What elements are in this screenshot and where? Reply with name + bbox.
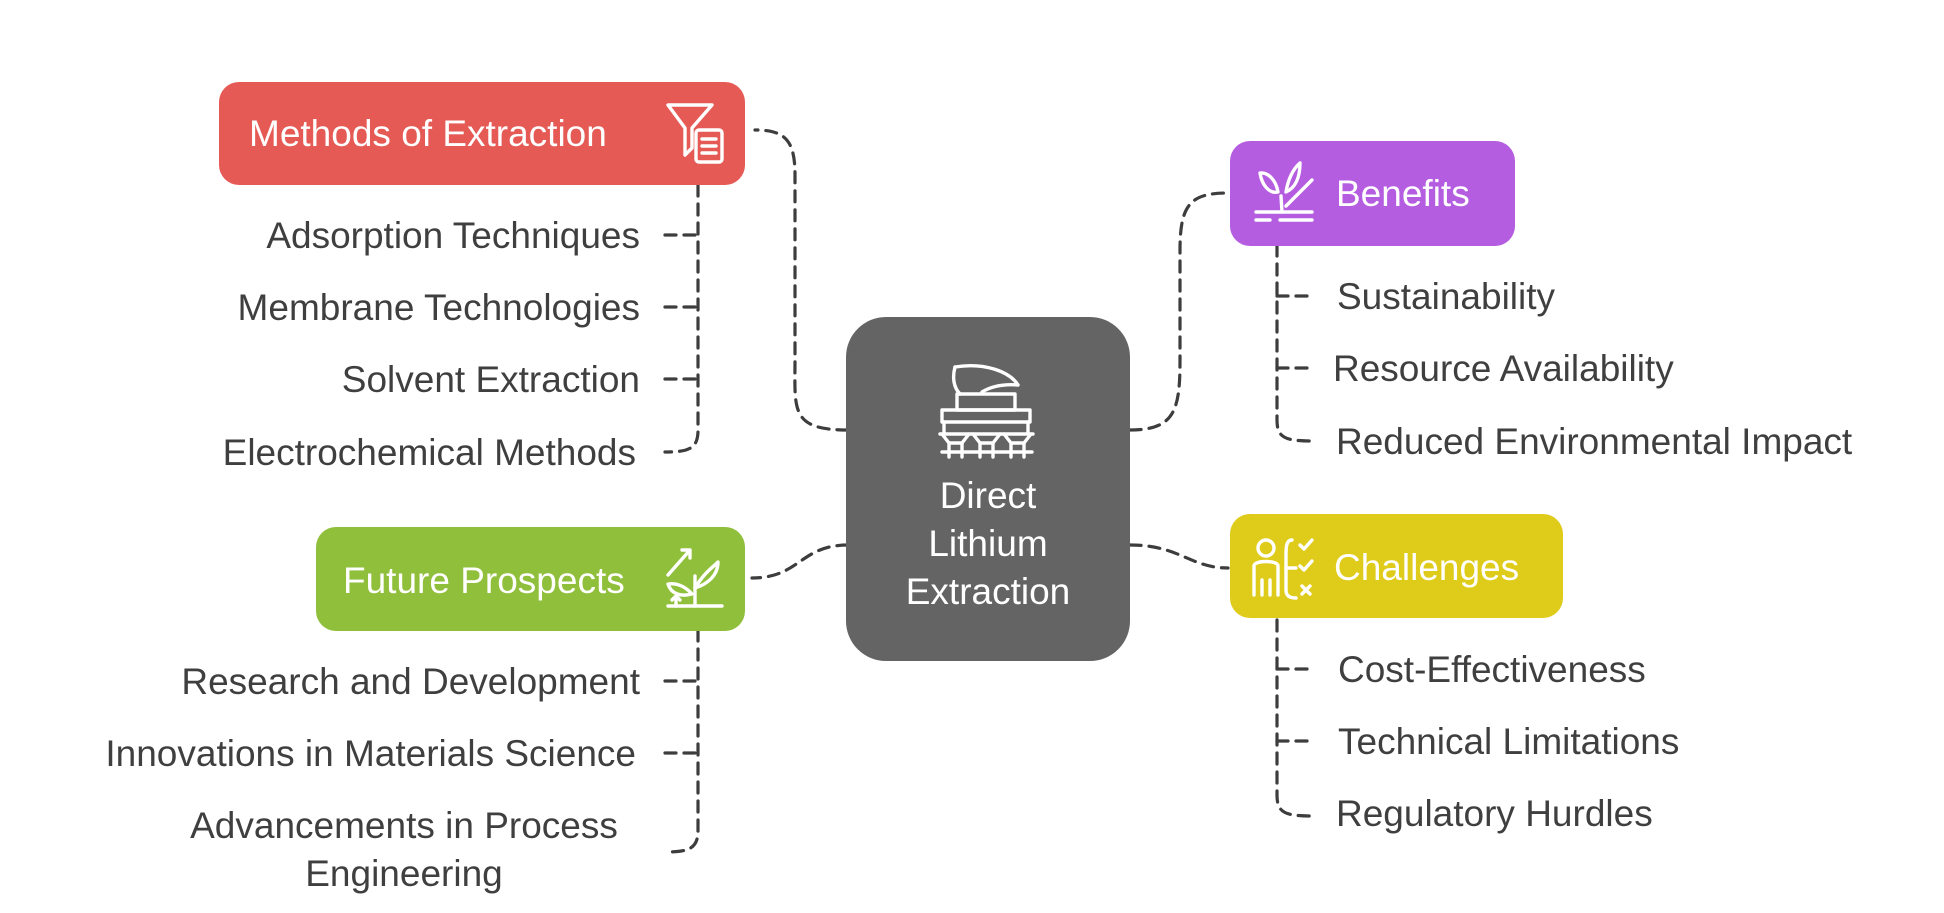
benefits-item-1: Sustainability: [1337, 276, 1556, 317]
methods-item-3: Solvent Extraction: [342, 359, 640, 400]
connector-center-methods: [753, 128, 850, 432]
future-item-3-line-2: Engineering: [305, 853, 502, 894]
center-node-box: [846, 317, 1130, 661]
connector-future-spine: [663, 628, 700, 854]
branch-benefits: Benefits Sustainability Resource Availab…: [1230, 141, 1853, 462]
connector-benefits-spine: [1275, 243, 1315, 443]
challenges-title: Challenges: [1334, 547, 1519, 588]
challenges-item-1: Cost-Effectiveness: [1338, 649, 1646, 690]
methods-header-box: [219, 82, 745, 185]
future-item-1: Research and Development: [181, 661, 640, 702]
methods-item-2: Membrane Technologies: [238, 287, 640, 328]
methods-item-4: Electrochemical Methods: [223, 432, 636, 473]
center-title-line-1: Direct: [940, 475, 1037, 516]
connectors: [663, 128, 1315, 854]
connector-center-benefits: [1128, 191, 1230, 432]
connector-center-challenges: [1128, 543, 1230, 570]
lithium-extraction-machine-icon: [938, 364, 1035, 459]
future-item-2: Innovations in Materials Science: [105, 733, 636, 774]
benefits-item-3: Reduced Environmental Impact: [1336, 421, 1853, 462]
filter-list-icon: [666, 103, 724, 164]
branch-future: Future Prospects Research and Developmen…: [105, 527, 745, 894]
challenges-item-3: Regulatory Hurdles: [1336, 793, 1653, 834]
person-checklist-icon: [1252, 538, 1314, 600]
methods-title: Methods of Extraction: [249, 113, 607, 154]
center-title-line-3: Extraction: [906, 571, 1071, 612]
benefits-title: Benefits: [1336, 173, 1470, 214]
branch-challenges: Challenges Cost-Effectiveness Technical …: [1230, 514, 1679, 834]
future-title: Future Prospects: [343, 560, 625, 601]
challenges-item-2: Technical Limitations: [1338, 721, 1679, 762]
future-header-box: [316, 527, 745, 631]
connector-center-future: [750, 543, 850, 580]
connector-challenges-spine: [1275, 618, 1315, 818]
center-node: Direct Lithium Extraction: [846, 317, 1130, 661]
plant-hand-icon: [1254, 161, 1314, 222]
benefits-item-2: Resource Availability: [1333, 348, 1674, 389]
methods-item-1: Adsorption Techniques: [266, 215, 640, 256]
growth-plant-icon: [666, 548, 724, 608]
branch-methods: Methods of Extraction Adsorption Techniq…: [219, 82, 745, 473]
connector-methods-spine: [663, 183, 700, 454]
center-title-line-2: Lithium: [928, 523, 1047, 564]
future-item-3-line-1: Advancements in Process: [190, 805, 618, 846]
